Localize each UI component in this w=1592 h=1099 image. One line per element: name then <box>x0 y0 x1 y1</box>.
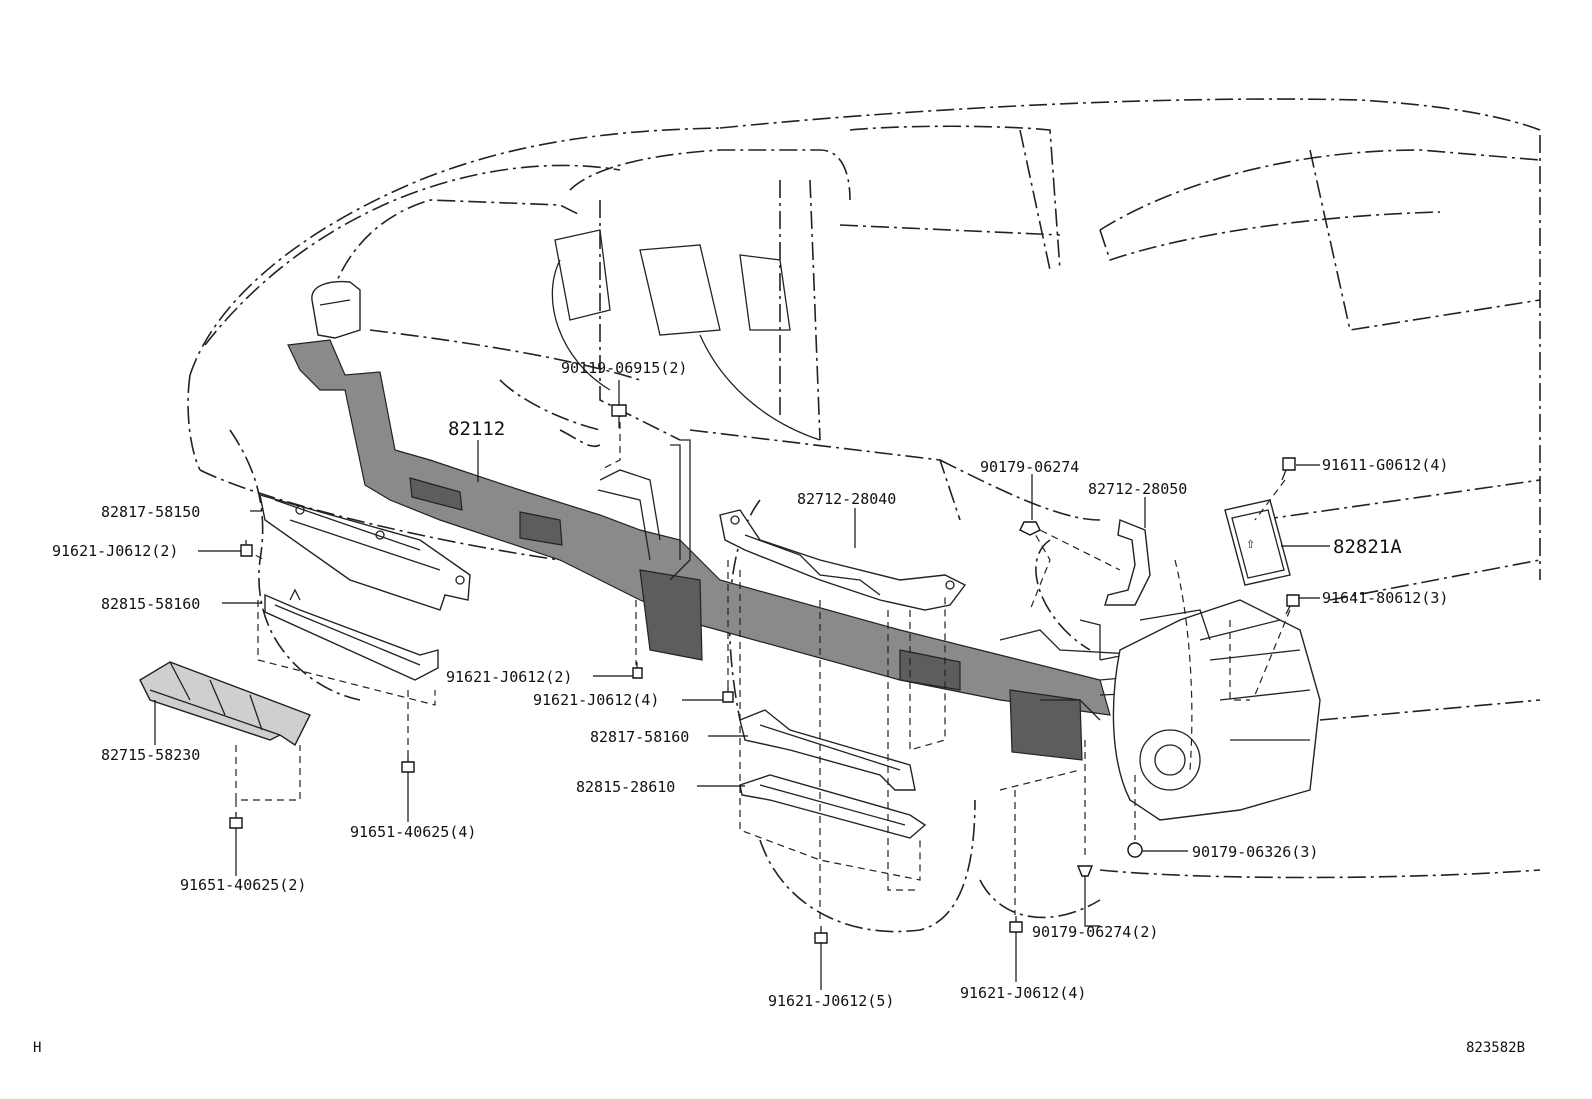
callout-91651-40625-4: 91651-40625(4) <box>350 823 476 841</box>
callout-labels: 90119-06915(2) 82112 82817-58150 91621-J… <box>52 359 1448 1010</box>
callout-90179-06274: 90179-06274 <box>980 458 1079 476</box>
callout-82112: 82112 <box>448 418 505 440</box>
callout-82817-58150: 82817-58150 <box>101 503 200 521</box>
callout-91641-80612: 91641-80612(3) <box>1322 589 1448 607</box>
callout-82712-28040: 82712-28040 <box>797 490 896 508</box>
callout-90179-06326: 90179-06326(3) <box>1192 843 1318 861</box>
leader-lines <box>154 380 1330 990</box>
callout-82815-28610: 82815-28610 <box>576 778 675 796</box>
callout-82715-58230: 82715-58230 <box>101 746 200 764</box>
callout-91611-G0612: 91611-G0612(4) <box>1322 456 1448 474</box>
bolt-91611 <box>1281 457 1296 481</box>
callout-91651-40625-2: 91651-40625(2) <box>180 876 306 894</box>
wire-harness-82112 <box>287 339 1221 761</box>
assembly-guide-lines <box>235 410 1291 920</box>
callout-82817-58160: 82817-58160 <box>590 728 689 746</box>
bolt-91641 <box>1285 594 1300 615</box>
bolt-91621-d <box>814 926 828 944</box>
figure-code: 823582B <box>1466 1040 1526 1056</box>
side-mirror <box>311 280 361 339</box>
callout-82821A: 82821A <box>1333 536 1402 558</box>
bolt-91621-e <box>1009 916 1023 933</box>
callout-91621-J0612-2a: 91621-J0612(2) <box>52 542 178 560</box>
callout-90179-06274-2: 90179-06274(2) <box>1032 923 1158 941</box>
bolt-91651-a <box>229 812 243 829</box>
transmission-unit <box>1112 599 1321 821</box>
clip-90179-c <box>1076 865 1094 877</box>
callout-91621-J0612-4a: 91621-J0612(4) <box>533 691 659 709</box>
fasteners <box>229 404 1300 944</box>
protector-82815-58160 <box>264 588 439 681</box>
callout-82712-28050: 82712-28050 <box>1088 480 1187 498</box>
bolt-91621-b <box>632 662 643 679</box>
callout-91621-J0612-5: 91621-J0612(5) <box>768 992 894 1010</box>
bracket-82817-58160 <box>739 709 916 791</box>
bracket-82712-28050 <box>1104 519 1151 606</box>
bracket-82712-28040 <box>719 509 967 611</box>
cover-82715-58230 <box>139 661 311 747</box>
callout-91621-J0612-2b: 91621-J0612(2) <box>446 668 572 686</box>
arrow-up-icon: ⇧ <box>1246 534 1255 552</box>
callout-82815-58160: 82815-58160 <box>101 595 200 613</box>
bolt-91621-a <box>240 540 253 557</box>
bolt-90119 <box>611 404 627 428</box>
clip-90179-a <box>1019 521 1041 536</box>
bolt-91621-c <box>722 687 734 703</box>
dashboard-outline <box>551 229 821 441</box>
protector-82815-28610 <box>739 774 927 839</box>
clip-90179-b <box>1127 842 1143 858</box>
callout-91621-J0612-4b: 91621-J0612(4) <box>960 984 1086 1002</box>
page-marker: H <box>33 1040 42 1056</box>
bolt-91651-b <box>401 756 415 773</box>
bracket-82817-58150 <box>259 494 471 611</box>
module-82821A: ⇧ <box>1224 499 1291 586</box>
callout-90119-06915: 90119-06915(2) <box>561 359 687 377</box>
